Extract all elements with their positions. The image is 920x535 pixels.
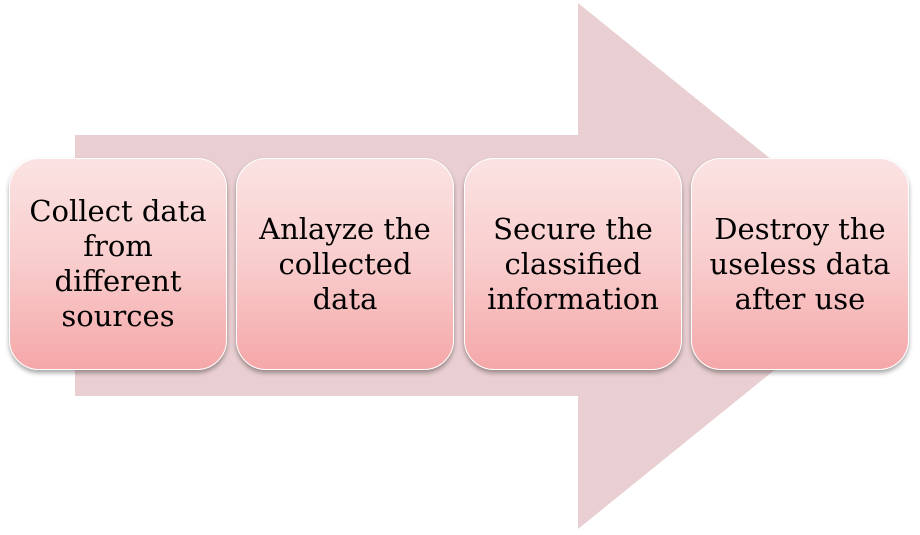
step-destroy-data: Destroy the useless data after use — [691, 158, 909, 370]
step-label: Secure the classified information — [487, 211, 659, 316]
step-analyze-data: Anlayze the collected data — [236, 158, 454, 370]
step-secure-information: Secure the classified information — [464, 158, 682, 370]
step-label: Collect data from different sources — [29, 194, 207, 333]
step-label: Destroy the useless data after use — [709, 211, 891, 316]
step-collect-data: Collect data from different sources — [9, 158, 227, 370]
step-label: Anlayze the collected data — [259, 211, 431, 316]
